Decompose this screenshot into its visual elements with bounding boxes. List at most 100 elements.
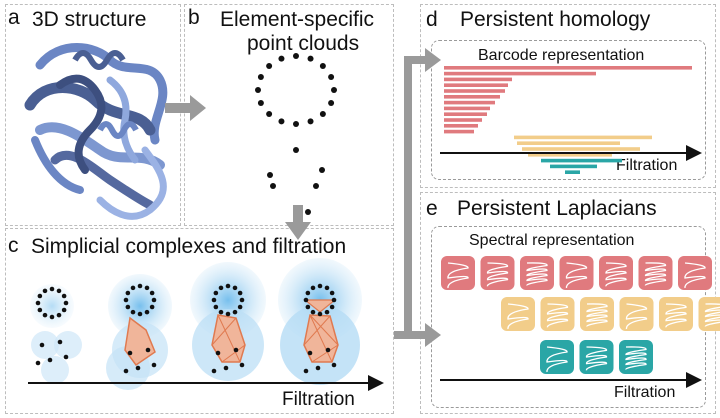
panel-d-axis-label: Filtration bbox=[616, 157, 678, 174]
point-cloud-ring bbox=[255, 53, 337, 127]
point bbox=[127, 350, 133, 356]
point bbox=[233, 347, 239, 353]
point bbox=[239, 362, 245, 368]
spectral-tile bbox=[501, 297, 535, 331]
point bbox=[331, 87, 337, 93]
panel-c-frame bbox=[5, 228, 394, 414]
point bbox=[331, 362, 337, 368]
point bbox=[293, 121, 299, 127]
barcode-bar bbox=[444, 118, 482, 122]
barcode-bar bbox=[550, 164, 597, 169]
spectral-tile bbox=[678, 256, 712, 290]
point bbox=[56, 288, 62, 294]
barcode-bar bbox=[517, 141, 620, 145]
point bbox=[225, 311, 231, 317]
spectral-tile bbox=[480, 256, 515, 290]
point bbox=[237, 304, 243, 310]
panel-a-frame bbox=[5, 4, 181, 226]
point bbox=[218, 285, 224, 291]
point bbox=[266, 62, 273, 69]
filtration-stage-3 bbox=[190, 262, 266, 381]
point bbox=[211, 297, 217, 303]
filtration-stage-2 bbox=[106, 274, 172, 390]
point bbox=[215, 350, 221, 356]
point bbox=[137, 311, 143, 317]
barcode-bar bbox=[444, 95, 500, 99]
panel-c-letter: c bbox=[8, 234, 19, 257]
point bbox=[329, 304, 335, 310]
spectral-tiles bbox=[441, 256, 720, 374]
panel-d-frame bbox=[420, 4, 716, 188]
point bbox=[315, 365, 321, 371]
point bbox=[324, 309, 330, 315]
panel-b-letter: b bbox=[188, 6, 200, 29]
point bbox=[307, 55, 314, 62]
barcode-bar bbox=[528, 153, 612, 157]
spectral-tile bbox=[540, 297, 575, 331]
spectral-tile bbox=[638, 256, 673, 290]
point bbox=[310, 309, 316, 315]
panel-e-letter: e bbox=[426, 197, 438, 220]
point bbox=[61, 293, 67, 299]
point bbox=[325, 347, 331, 353]
connector-arrows bbox=[394, 48, 441, 347]
point bbox=[257, 73, 264, 80]
point bbox=[278, 118, 285, 125]
barcode-bar bbox=[565, 170, 580, 174]
point bbox=[145, 347, 151, 353]
spectral-tile bbox=[619, 340, 653, 374]
point bbox=[37, 307, 43, 313]
spectral-tile bbox=[540, 340, 574, 374]
point bbox=[225, 283, 231, 289]
spectral-tile bbox=[619, 297, 654, 331]
point bbox=[42, 312, 48, 318]
spectral-tile bbox=[698, 297, 720, 331]
point bbox=[61, 307, 67, 313]
point bbox=[307, 118, 314, 125]
point bbox=[151, 297, 157, 303]
point bbox=[278, 55, 285, 62]
point bbox=[151, 362, 157, 368]
point bbox=[49, 314, 55, 320]
point bbox=[149, 290, 155, 296]
point bbox=[317, 283, 323, 289]
point bbox=[125, 304, 131, 310]
panel-e-axis-label: Filtration bbox=[614, 384, 676, 401]
point bbox=[35, 300, 41, 306]
point bbox=[211, 368, 217, 374]
point bbox=[144, 285, 150, 291]
panel-b-title-line1: Element-specific bbox=[220, 8, 375, 31]
point bbox=[232, 285, 238, 291]
point-cloud-scatter bbox=[267, 147, 325, 215]
point bbox=[223, 365, 229, 371]
barcode-bar bbox=[444, 129, 474, 134]
panel-a-letter: a bbox=[8, 6, 20, 29]
point bbox=[35, 360, 41, 366]
point bbox=[49, 286, 55, 292]
barcode-bar bbox=[444, 100, 495, 105]
panel-e-title: Persistent Laplacians bbox=[457, 197, 657, 220]
barcode-box bbox=[431, 40, 706, 180]
spectral-tile bbox=[520, 256, 554, 290]
point bbox=[266, 111, 273, 118]
point bbox=[303, 297, 309, 303]
point bbox=[328, 73, 335, 80]
point bbox=[319, 111, 326, 118]
point bbox=[307, 350, 313, 356]
barcode-bar bbox=[444, 77, 512, 82]
point bbox=[56, 312, 62, 318]
point bbox=[42, 288, 48, 294]
spectral-tile bbox=[580, 297, 614, 331]
spectral-tile bbox=[559, 256, 594, 290]
barcode-bars bbox=[444, 66, 692, 174]
spectral-tile bbox=[579, 340, 614, 374]
protein-structure bbox=[24, 43, 168, 220]
point bbox=[123, 297, 129, 303]
barcode-bar bbox=[444, 124, 478, 128]
point bbox=[305, 304, 311, 310]
spectral-subtitle: Spectral representation bbox=[469, 232, 635, 249]
point bbox=[213, 290, 219, 296]
point bbox=[305, 290, 311, 296]
spectral-tile bbox=[659, 297, 693, 331]
